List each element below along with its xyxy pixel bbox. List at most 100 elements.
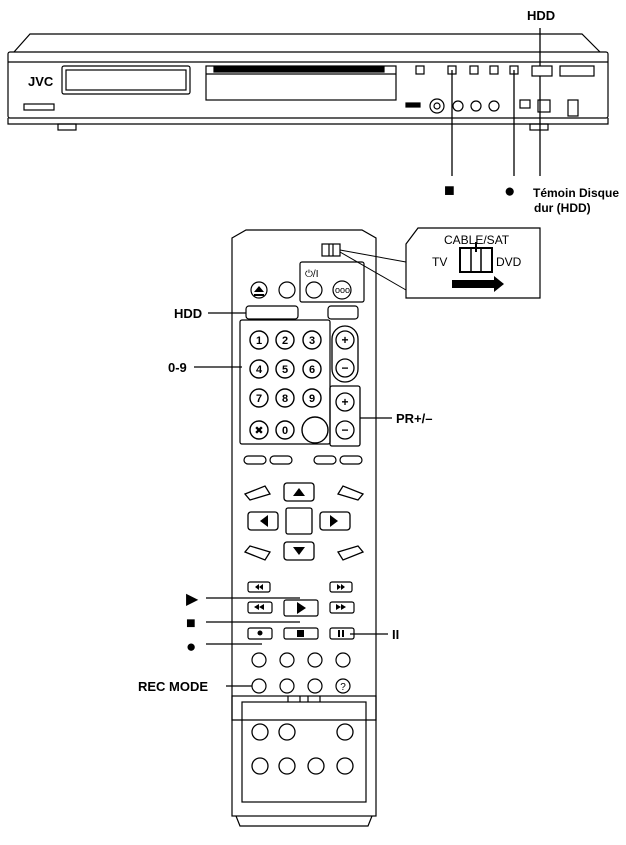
digit-1-label: 1 (256, 335, 262, 347)
red-button[interactable] (243, 455, 267, 465)
pr-callout-label: PR+/– (396, 411, 433, 426)
rec-button[interactable] (247, 627, 273, 640)
fast-forward-button[interactable] (329, 601, 355, 614)
digit-9-button[interactable] (302, 388, 322, 408)
round-button-2[interactable] (279, 678, 295, 694)
power-button[interactable] (305, 281, 323, 299)
next-icon (337, 584, 345, 590)
cover-button[interactable] (278, 723, 296, 741)
yellow-button[interactable] (313, 455, 337, 465)
next-button[interactable] (329, 581, 353, 593)
help-button[interactable] (335, 678, 351, 694)
rewind-button[interactable] (247, 601, 273, 614)
digits-callout-label: 0-9 (168, 360, 187, 375)
up-arrow-icon (293, 488, 305, 496)
eject-button[interactable] (250, 281, 268, 299)
recorder-front-panel (7, 33, 609, 131)
minus-round-button[interactable] (251, 652, 267, 668)
brand-logo: JVC (28, 74, 54, 89)
remote-body (231, 229, 377, 827)
minus-icon: − (341, 423, 348, 437)
right-button[interactable] (319, 511, 351, 531)
fast-forward-icon (336, 604, 346, 610)
digit-7-button[interactable] (249, 388, 269, 408)
digit-6-button[interactable] (302, 359, 322, 379)
rec-mode-callout-label: REC MODE (138, 679, 208, 694)
cancel-icon: ✖ (254, 425, 263, 437)
blank-top-button[interactable] (278, 281, 296, 299)
switch-zoom-inset (405, 227, 541, 299)
volume-up-button[interactable] (335, 330, 355, 350)
cover-button[interactable] (278, 757, 296, 775)
digit-4-button[interactable] (249, 359, 269, 379)
power-icon: ⏻/I (305, 269, 318, 280)
rec-mode-button[interactable] (251, 678, 267, 694)
channel-frame (329, 385, 361, 447)
cover-button[interactable] (251, 723, 269, 741)
plus-icon: + (341, 333, 348, 347)
digit-5-button[interactable] (275, 359, 295, 379)
bottom-left-button[interactable] (243, 545, 272, 561)
play-button[interactable] (283, 599, 319, 617)
digit-8-button[interactable] (275, 388, 295, 408)
plus-round-button[interactable] (279, 652, 295, 668)
eject-icon (254, 286, 264, 296)
hdd-button-label-top: HDD (527, 8, 555, 23)
digit-5-label: 5 (282, 364, 288, 376)
digit-2-button[interactable] (275, 330, 295, 350)
navigation-pad (243, 482, 365, 561)
rewind-icon (254, 604, 264, 610)
up-button[interactable] (283, 482, 315, 502)
cancel-button[interactable] (249, 420, 269, 440)
bottom-right-button[interactable] (336, 545, 365, 561)
digit-4-label: 4 (256, 364, 263, 376)
round-button-3[interactable] (307, 678, 323, 694)
down-button[interactable] (283, 541, 315, 561)
cover-button[interactable] (336, 723, 354, 741)
digit-0-button[interactable] (275, 420, 295, 440)
digit-3-label: 3 (309, 335, 315, 347)
digit-6-label: 6 (309, 364, 315, 376)
digit-3-button[interactable] (302, 330, 322, 350)
cover-button[interactable] (307, 757, 325, 775)
top-left-button[interactable] (243, 485, 272, 501)
left-arrow-icon (260, 515, 268, 527)
volume-down-button[interactable] (335, 358, 355, 378)
play-callout-label: ▶ (186, 591, 199, 608)
forward-round-button[interactable] (335, 652, 351, 668)
back-round-button[interactable] (307, 652, 323, 668)
remote-selector-switch[interactable] (321, 243, 341, 257)
blue-button[interactable] (339, 455, 363, 465)
display-button[interactable] (332, 280, 352, 300)
previous-button[interactable] (247, 581, 271, 593)
remote-callout-lines (194, 312, 392, 687)
dvd-button[interactable] (327, 305, 359, 320)
switch-tv-label: TV (432, 255, 447, 269)
plus-icon: + (341, 395, 348, 409)
stop-button[interactable] (283, 627, 319, 640)
rec-button-label-deck: ● (504, 181, 515, 202)
top-right-button[interactable] (336, 485, 365, 501)
switch-dvd-label: DVD (496, 255, 522, 269)
minus-icon: − (341, 361, 348, 375)
stop-callout-label: ■ (186, 615, 196, 632)
enter-button[interactable] (301, 416, 329, 444)
ok-button[interactable] (285, 507, 313, 535)
channel-up-button[interactable] (335, 392, 355, 412)
channel-down-button[interactable] (335, 420, 355, 440)
volume-rocker (331, 325, 359, 383)
transport-controls (247, 581, 355, 694)
hdd-button[interactable] (245, 305, 299, 320)
previous-icon (255, 584, 263, 590)
right-arrow-icon (330, 515, 338, 527)
recorder-callout-lines (451, 28, 541, 176)
cover-button[interactable] (336, 757, 354, 775)
number-pad-frame (239, 319, 331, 445)
green-button[interactable] (269, 455, 293, 465)
digit-2-label: 2 (282, 335, 288, 347)
cover-button[interactable] (251, 757, 269, 775)
digit-1-button[interactable] (249, 330, 269, 350)
left-button[interactable] (247, 511, 279, 531)
